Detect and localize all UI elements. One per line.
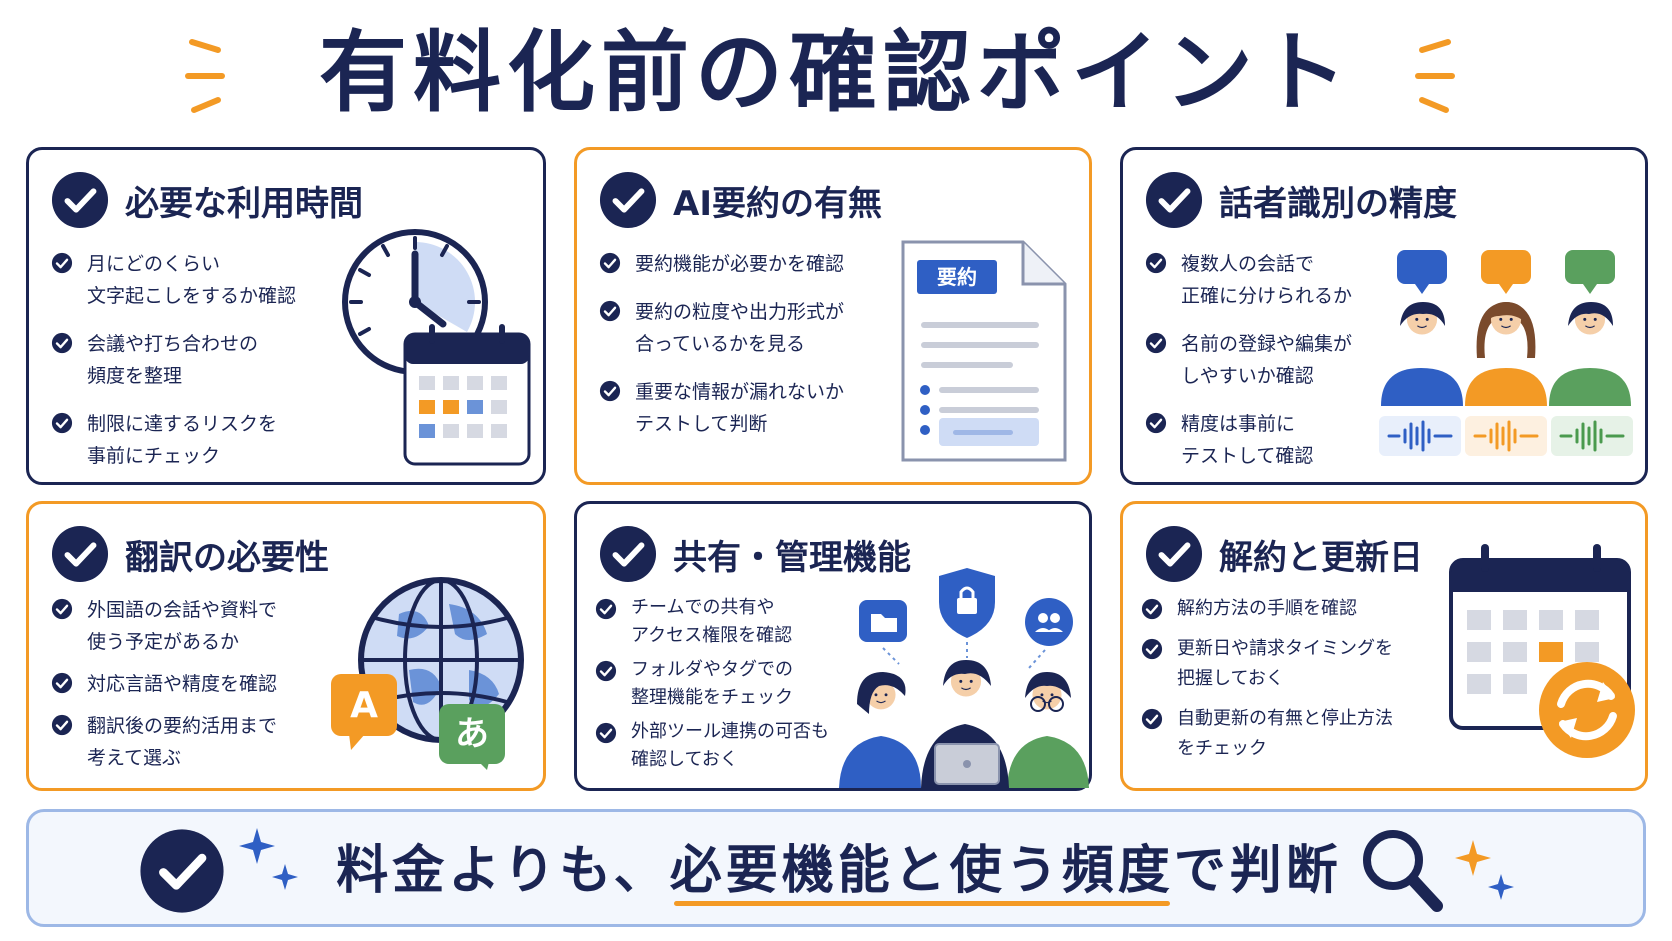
check-icon — [51, 412, 73, 434]
checklist: チームでの共有や アクセス権限を確認 フォルダやタグでの 整理機能をチェック 外… — [595, 594, 829, 790]
card-title: 解約と更新日 — [1219, 537, 1423, 578]
check-icon — [595, 598, 617, 620]
check-icon — [51, 672, 73, 694]
list-item: 月にどのくらい 文字起こしをするか確認 — [51, 248, 296, 312]
conclusion-text: 料金よりも、必要機能と使う頻度で判断 — [336, 841, 1342, 906]
right-spark-icon — [1415, 39, 1455, 113]
check-icon — [51, 252, 73, 274]
list-item: 自動更新の有無と停止方法 をチェック — [1141, 704, 1393, 764]
list-item: 要約の粒度や出力形式が 合っているかを見る — [599, 296, 844, 360]
list-item: 制限に達するリスクを 事前にチェック — [51, 408, 296, 472]
check-icon — [1141, 598, 1163, 620]
check-circle-icon — [1145, 171, 1203, 229]
card-sharing: 共有・管理機能 チームでの共有や アクセス権限を確認 フォルダやタグでの 整理機… — [574, 501, 1092, 791]
checklist: 要約機能が必要かを確認 要約の粒度や出力形式が 合っているかを見る 重要な情報が… — [599, 248, 844, 456]
card-header: AI要約の有無 — [599, 170, 882, 230]
check-icon — [1141, 638, 1163, 660]
check-circle-icon — [51, 525, 109, 583]
check-icon — [599, 252, 621, 274]
globe-translate-icon: A あ — [329, 574, 539, 770]
check-circle-icon — [599, 171, 657, 229]
card-header: 解約と更新日 — [1145, 524, 1423, 584]
card-translation: 翻訳の必要性 外国語の会話や資料で 使う予定があるか 対応言語や精度を確認 翻訳… — [26, 501, 546, 791]
left-spark-icon — [185, 39, 225, 113]
card-title: 共有・管理機能 — [673, 537, 911, 578]
check-icon — [51, 598, 73, 620]
list-item: 精度は事前に テストして確認 — [1145, 408, 1352, 472]
list-item: 会議や打ち合わせの 頻度を整理 — [51, 328, 296, 392]
check-icon — [51, 332, 73, 354]
card-header: 話者識別の精度 — [1145, 170, 1457, 230]
check-icon — [51, 714, 73, 736]
card-header: 必要な利用時間 — [51, 170, 363, 230]
card-title: 話者識別の精度 — [1219, 183, 1457, 224]
list-item: 要約機能が必要かを確認 — [599, 248, 844, 280]
card-cancellation: 解約と更新日 解約方法の手順を確認 更新日や請求タイミングを 把握しておく 自動… — [1120, 501, 1648, 791]
list-item: チームでの共有や アクセス権限を確認 — [595, 594, 829, 650]
check-icon — [599, 380, 621, 402]
team-sharing-icon — [839, 568, 1089, 788]
check-icon — [595, 722, 617, 744]
check-circle-icon — [51, 171, 109, 229]
card-title: 必要な利用時間 — [125, 183, 363, 224]
clock-calendar-icon — [342, 229, 531, 466]
card-header: 翻訳の必要性 — [51, 524, 329, 584]
list-item: 翻訳後の要約活用まで 考えて選ぶ — [51, 710, 277, 774]
check-icon — [1141, 708, 1163, 730]
list-item: 重要な情報が漏れないか テストして判断 — [599, 376, 844, 440]
magnifier-icon — [1363, 830, 1443, 912]
list-item: 更新日や請求タイミングを 把握しておく — [1141, 634, 1393, 694]
summary-document-icon: 要約 — [899, 238, 1069, 464]
card-usage-time: 必要な利用時間 月にどのくらい 文字起こしをするか確認 会議や打ち合わせの 頻度… — [26, 147, 546, 485]
page-title: 有料化前の確認ポイント — [318, 21, 1353, 124]
checklist: 解約方法の手順を確認 更新日や請求タイミングを 把握しておく 自動更新の有無と停… — [1141, 594, 1393, 780]
letter-a-bubble: A — [350, 685, 378, 726]
highlight-text: 必要機能と使う頻度 — [669, 841, 1174, 906]
calendar-renew-icon — [1449, 544, 1635, 758]
speakers-icon — [1379, 250, 1633, 456]
sparkle-icon — [1455, 840, 1514, 900]
list-item: フォルダやタグでの 整理機能をチェック — [595, 656, 829, 712]
card-header: 共有・管理機能 — [599, 524, 911, 584]
checklist: 月にどのくらい 文字起こしをするか確認 会議や打ち合わせの 頻度を整理 制限に達… — [51, 248, 296, 488]
card-title: AI要約の有無 — [673, 183, 882, 224]
list-item: 外国語の会話や資料で 使う予定があるか — [51, 594, 277, 658]
check-icon — [1145, 252, 1167, 274]
sparkle-icon — [239, 828, 298, 890]
list-item: 外部ツール連携の可否も 確認しておく — [595, 718, 829, 774]
card-ai-summary: AI要約の有無 要約機能が必要かを確認 要約の粒度や出力形式が 合っているかを見… — [574, 147, 1092, 485]
list-item: 解約方法の手順を確認 — [1141, 594, 1393, 624]
check-icon — [599, 300, 621, 322]
checklist: 複数人の会話で 正確に分けられるか 名前の登録や編集が しやすいか確認 精度は事… — [1145, 248, 1352, 488]
card-title: 翻訳の必要性 — [125, 537, 329, 578]
list-item: 名前の登録や編集が しやすいか確認 — [1145, 328, 1352, 392]
list-item: 複数人の会話で 正確に分けられるか — [1145, 248, 1352, 312]
check-circle-icon — [1145, 525, 1203, 583]
check-icon — [1145, 332, 1167, 354]
check-icon — [1145, 412, 1167, 434]
check-circle-icon — [599, 525, 657, 583]
card-speaker-id: 話者識別の精度 複数人の会話で 正確に分けられるか 名前の登録や編集が しやすい… — [1120, 147, 1648, 485]
conclusion-banner: 料金よりも、必要機能と使う頻度で判断 — [26, 809, 1646, 927]
list-item: 対応言語や精度を確認 — [51, 668, 277, 700]
hiragana-bubble: あ — [455, 714, 489, 754]
checklist: 外国語の会話や資料で 使う予定があるか 対応言語や精度を確認 翻訳後の要約活用ま… — [51, 594, 277, 790]
check-icon — [595, 660, 617, 682]
summary-label: 要約 — [917, 260, 997, 294]
